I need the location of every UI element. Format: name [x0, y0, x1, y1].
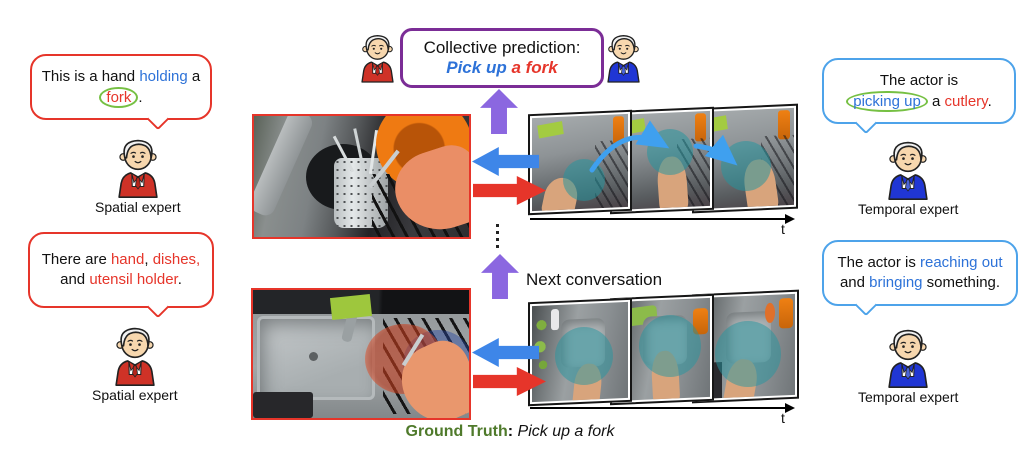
orange-item	[779, 297, 794, 329]
bubble-text: There are	[41, 251, 111, 268]
bubble-line: picking up a cutlery.	[824, 90, 1014, 112]
bubble-text: holding	[139, 67, 188, 85]
bubble-tail	[146, 107, 170, 130]
bubble-line: fork.	[32, 86, 210, 108]
bubble-text-circled: picking up	[846, 90, 928, 112]
bubble-text-circled: fork	[99, 86, 139, 108]
bubble-line: There are hand, dishes,	[30, 250, 212, 270]
hand	[721, 357, 760, 400]
time-axis	[530, 402, 795, 413]
temporal-expert-top: Temporal expert	[858, 136, 958, 217]
bubble-text: cutlery	[944, 92, 988, 110]
bubble-text: ,	[144, 251, 153, 268]
video-frame-1	[528, 109, 632, 216]
bubble-text: and	[839, 274, 870, 291]
spatial-keyframe-top	[252, 114, 471, 239]
spatial-expert-top: Spatial expert	[95, 134, 181, 215]
bubble-text: hand	[110, 251, 145, 268]
speech-bubble-temporal-bottom: The actor is reaching out and bringing s…	[822, 240, 1018, 316]
green-cloth	[329, 293, 373, 321]
bubble-text: bringing	[869, 274, 923, 291]
bubble-text: The actor is	[879, 71, 959, 89]
wire-rack	[595, 139, 628, 209]
hand	[539, 175, 580, 212]
bubble-line: and utensil holder.	[30, 270, 212, 290]
bubble-text: The actor is	[837, 254, 920, 271]
vertical-ellipsis-icon	[496, 224, 500, 250]
spatial-expert-avatar-icon	[111, 134, 165, 198]
white-bottle	[551, 308, 559, 331]
sink	[560, 318, 605, 369]
bubble-tail	[854, 293, 878, 316]
temporal-expert-avatar-icon	[881, 324, 935, 388]
bubble-line: This is a hand holding a	[32, 67, 210, 87]
collective-prediction-title: Collective prediction:	[423, 38, 581, 57]
green-sponge	[536, 120, 564, 139]
collective-prediction-answer: Pick up a fork	[403, 58, 601, 78]
bubble-line: and bringing something.	[824, 273, 1016, 293]
ground-truth-label: Ground Truth	[405, 423, 508, 440]
spatial-expert-avatar-icon	[356, 30, 399, 83]
bubble-text: This is a hand	[41, 67, 140, 85]
time-axis-label: t	[781, 221, 785, 237]
bubble-text: reaching out	[919, 254, 1003, 271]
bubble-text: utensil holder	[89, 271, 178, 288]
orange-item	[765, 302, 776, 324]
bubble-text: .	[138, 88, 143, 106]
temporal-expert-avatar-icon	[881, 136, 935, 200]
time-axis	[530, 213, 795, 224]
purple-up-arrow-icon	[480, 89, 518, 134]
orange-item	[692, 307, 709, 335]
speech-bubble-spatial-bottom: There are hand, dishes, and utensil hold…	[28, 232, 214, 318]
speech-bubble-temporal-top: The actor is picking up a cutlery.	[822, 58, 1016, 134]
purple-up-arrow-icon	[481, 254, 519, 299]
vegetables	[533, 313, 550, 372]
drain	[309, 352, 318, 361]
bubble-text: a	[187, 67, 201, 85]
bubble-text: and	[60, 271, 90, 288]
speech-bubble-spatial-top: This is a hand holding a fork.	[30, 54, 212, 130]
bubble-text: .	[987, 92, 992, 110]
temporal-expert-avatar-icon	[602, 30, 645, 83]
prediction-answer-object: a fork	[506, 58, 558, 77]
spatial-keyframe-bottom	[251, 288, 471, 420]
temporal-expert-label: Temporal expert	[858, 389, 959, 405]
spatial-expert-bottom: Spatial expert	[92, 322, 178, 403]
spatial-expert-avatar-icon	[108, 322, 162, 386]
ground-truth-caption: Ground Truth: Pick up a fork	[360, 423, 660, 441]
ground-truth-separator: :	[507, 423, 518, 440]
bubble-line: The actor is	[824, 71, 1014, 91]
spatial-expert-label: Spatial expert	[92, 387, 178, 403]
time-axis-label: t	[781, 410, 785, 426]
dark-mat	[253, 392, 313, 418]
temporal-expert-bottom: Temporal expert	[858, 324, 958, 405]
bubble-line: The actor is reaching out	[824, 253, 1016, 273]
spatial-expert-label: Spatial expert	[95, 199, 181, 215]
next-conversation-label: Next conversation	[526, 270, 663, 289]
temporal-expert-label: Temporal expert	[858, 201, 959, 217]
sink	[725, 311, 772, 364]
temporal-frames-top	[528, 103, 798, 216]
prediction-answer-verb: Pick up	[446, 58, 507, 77]
hand	[571, 362, 604, 403]
video-frame-1	[528, 297, 632, 407]
ground-truth-value: Pick up a fork	[517, 423, 615, 440]
bubble-text: .	[177, 271, 182, 288]
bubble-tail	[146, 295, 170, 318]
bubble-text: something.	[922, 274, 1001, 291]
bubble-text: a	[927, 92, 945, 110]
collective-prediction-box: Collective prediction: Pick up a fork	[400, 28, 604, 88]
bubble-text: dishes,	[152, 251, 201, 268]
temporal-frames-bottom	[528, 289, 799, 407]
bubble-tail	[854, 111, 878, 134]
